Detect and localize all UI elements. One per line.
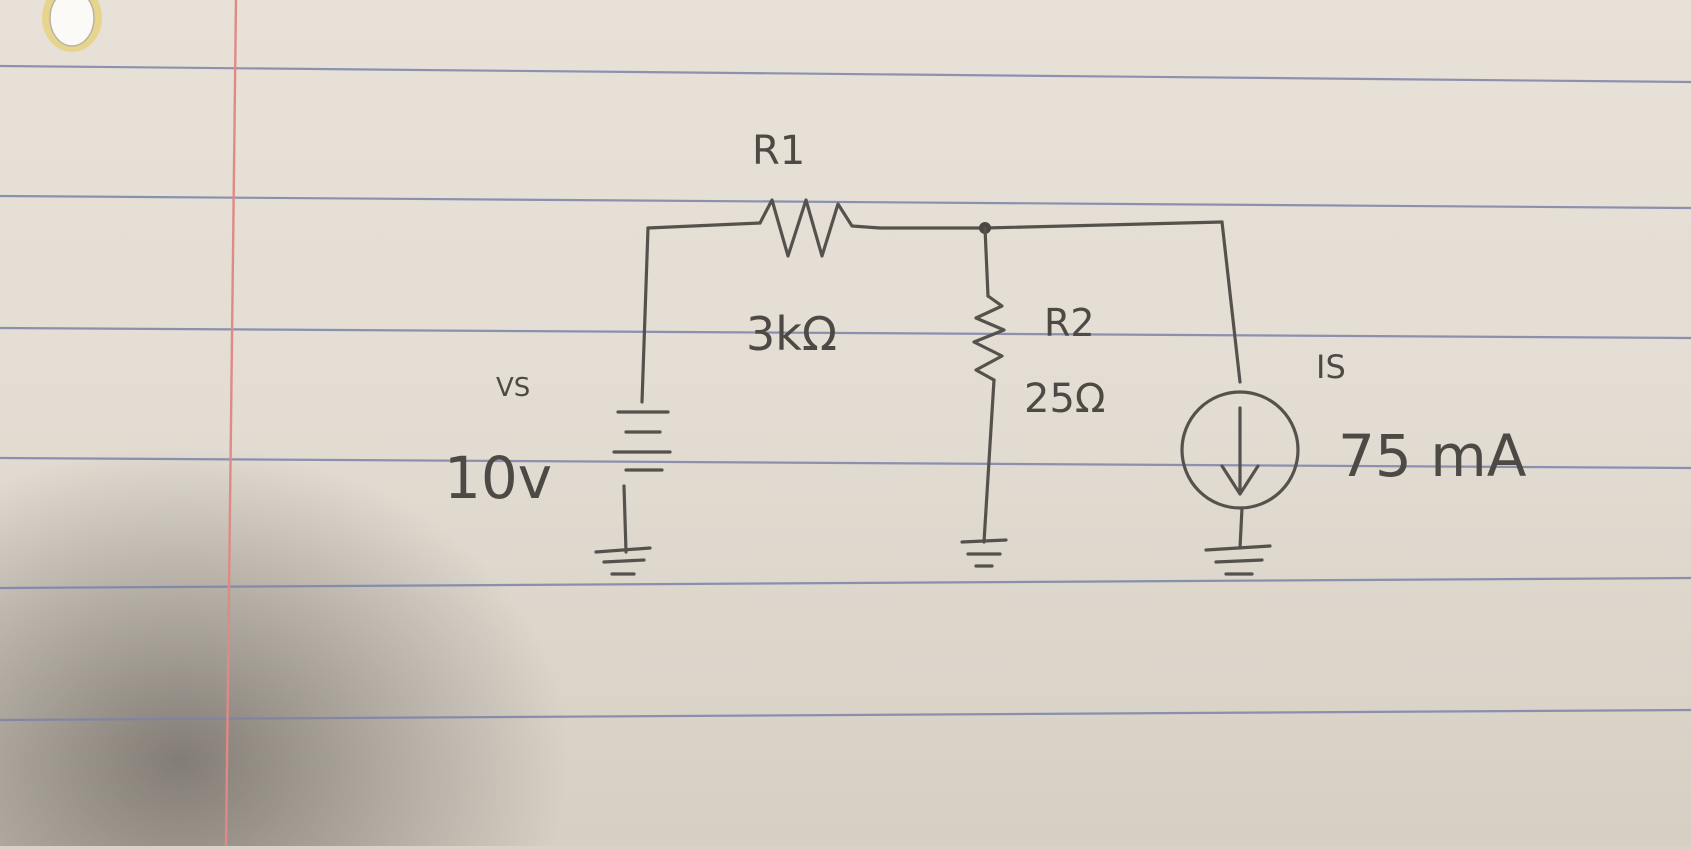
- ground-symbol-left: [594, 546, 652, 576]
- r2-resistor: [972, 294, 1006, 382]
- ground-symbol-right: [1204, 544, 1272, 576]
- r1-resistor: [758, 198, 882, 258]
- margin-line: [224, 0, 238, 847]
- r2-value-label: 25Ω: [1024, 376, 1105, 422]
- wire-right-vertical: [1220, 220, 1242, 384]
- r1-name-label: R1: [752, 128, 805, 174]
- ruled-lines: [0, 64, 1691, 722]
- r1-value-label: 3kΩ: [746, 307, 837, 361]
- r2-name-label: R2: [1044, 301, 1095, 345]
- wire-r2-to-ground: [982, 378, 996, 544]
- ground-symbol-middle: [960, 538, 1008, 568]
- wire-left-vertical: [640, 226, 650, 404]
- current-source: [1180, 390, 1300, 510]
- vs-name-label: VS: [496, 373, 530, 403]
- vs-value-label: 10v: [444, 444, 552, 512]
- is-value-label: 75 mA: [1338, 422, 1527, 490]
- is-name-label: IS: [1316, 348, 1346, 386]
- wire-top-left: [646, 221, 762, 230]
- punch-hole: [42, 0, 102, 52]
- wire-top-right: [878, 220, 1224, 230]
- wire-node-to-r2: [983, 226, 990, 298]
- wire-battery-to-ground: [622, 484, 628, 554]
- voltage-source-battery: [612, 410, 672, 472]
- wire-current-source-to-ground: [1238, 506, 1244, 550]
